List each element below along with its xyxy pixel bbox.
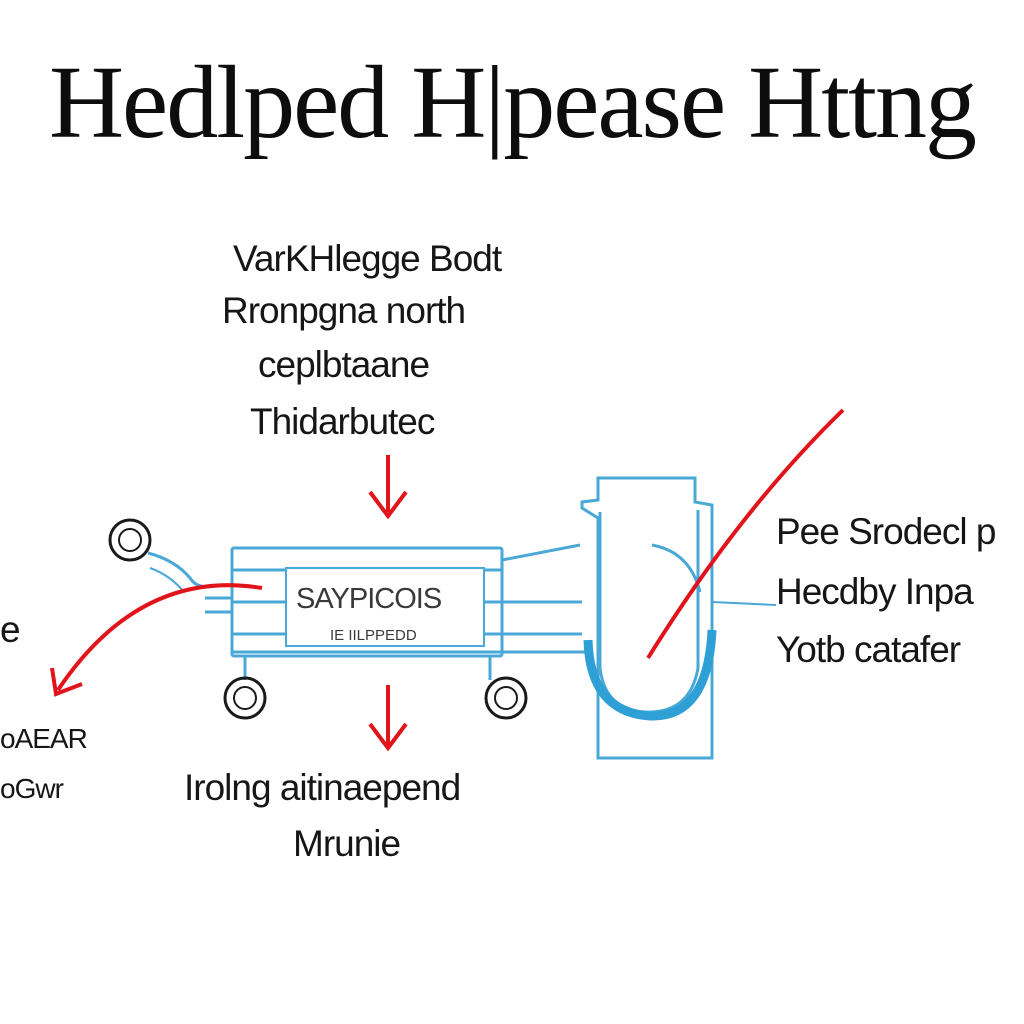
left-label-line-1: e — [0, 609, 21, 650]
red-arrows — [50, 408, 845, 752]
top-label-line-4: Thidarbutec — [250, 401, 435, 442]
right-connector — [711, 601, 777, 606]
top-label-line-2: Rronpgna north — [222, 290, 466, 331]
right-label-line-2: Hecdby Inpa — [776, 571, 974, 612]
top-label-line-1: VarKHlegge Bodt — [233, 238, 502, 279]
left-flow-line-2 — [149, 567, 185, 593]
cylinder-label-box — [285, 567, 485, 647]
bottom-label-line-1: Irolng aitinaepend — [184, 767, 461, 808]
left-flow-line-1 — [147, 551, 213, 588]
inner-flow-line — [651, 543, 702, 593]
gauge-icon — [223, 676, 267, 720]
bottom-label-line-2: Mrunie — [293, 823, 401, 864]
left-label-line-3: oGwr — [0, 773, 64, 804]
right-label-line-1: Pee Srodecl p — [776, 511, 996, 552]
right-label-line-3: Yotb catafer — [776, 629, 961, 670]
water-level — [583, 629, 717, 721]
left-label-line-2: oAEAR — [0, 723, 88, 754]
diagram-title: Hedlped H|pease Httng — [48, 45, 977, 160]
gauge-icon — [484, 676, 528, 720]
cylinder-label-sub: IE IILPPEDD — [330, 627, 417, 644]
gauge-icon — [108, 518, 152, 562]
top-label-line-3: ceplbtaane — [258, 344, 430, 385]
cylinder-label-main: SAYPICOIS — [296, 583, 442, 615]
